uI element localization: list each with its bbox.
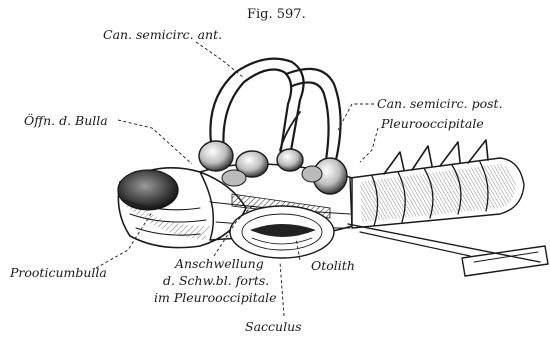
label-offn-d-bulla: Öffn. d. Bulla [24, 112, 108, 128]
label-can-semicirc-ant: Can. semicirc. ant. [103, 27, 222, 42]
figure-title: Fig. 597. [247, 7, 306, 22]
label-anschwellung-line1: Anschwellung [174, 256, 264, 271]
label-anschwellung-line3: im Pleurooccipitale [154, 290, 277, 305]
semicircular-canals-drawing [199, 59, 347, 194]
vertebral-column-drawing [348, 140, 548, 276]
label-anschwellung-line2: d. Schw.bl. forts. [163, 273, 269, 288]
label-otolith: Otolith [311, 258, 355, 273]
label-sacculus: Sacculus [245, 319, 302, 334]
label-pleurooccipitale: Pleurooccipitale [380, 116, 484, 131]
label-can-semicirc-post: Can. semicirc. post. [377, 96, 503, 111]
sacculus-drawing [230, 206, 334, 258]
label-prooticumbulla: Prooticumbulla [9, 265, 107, 280]
